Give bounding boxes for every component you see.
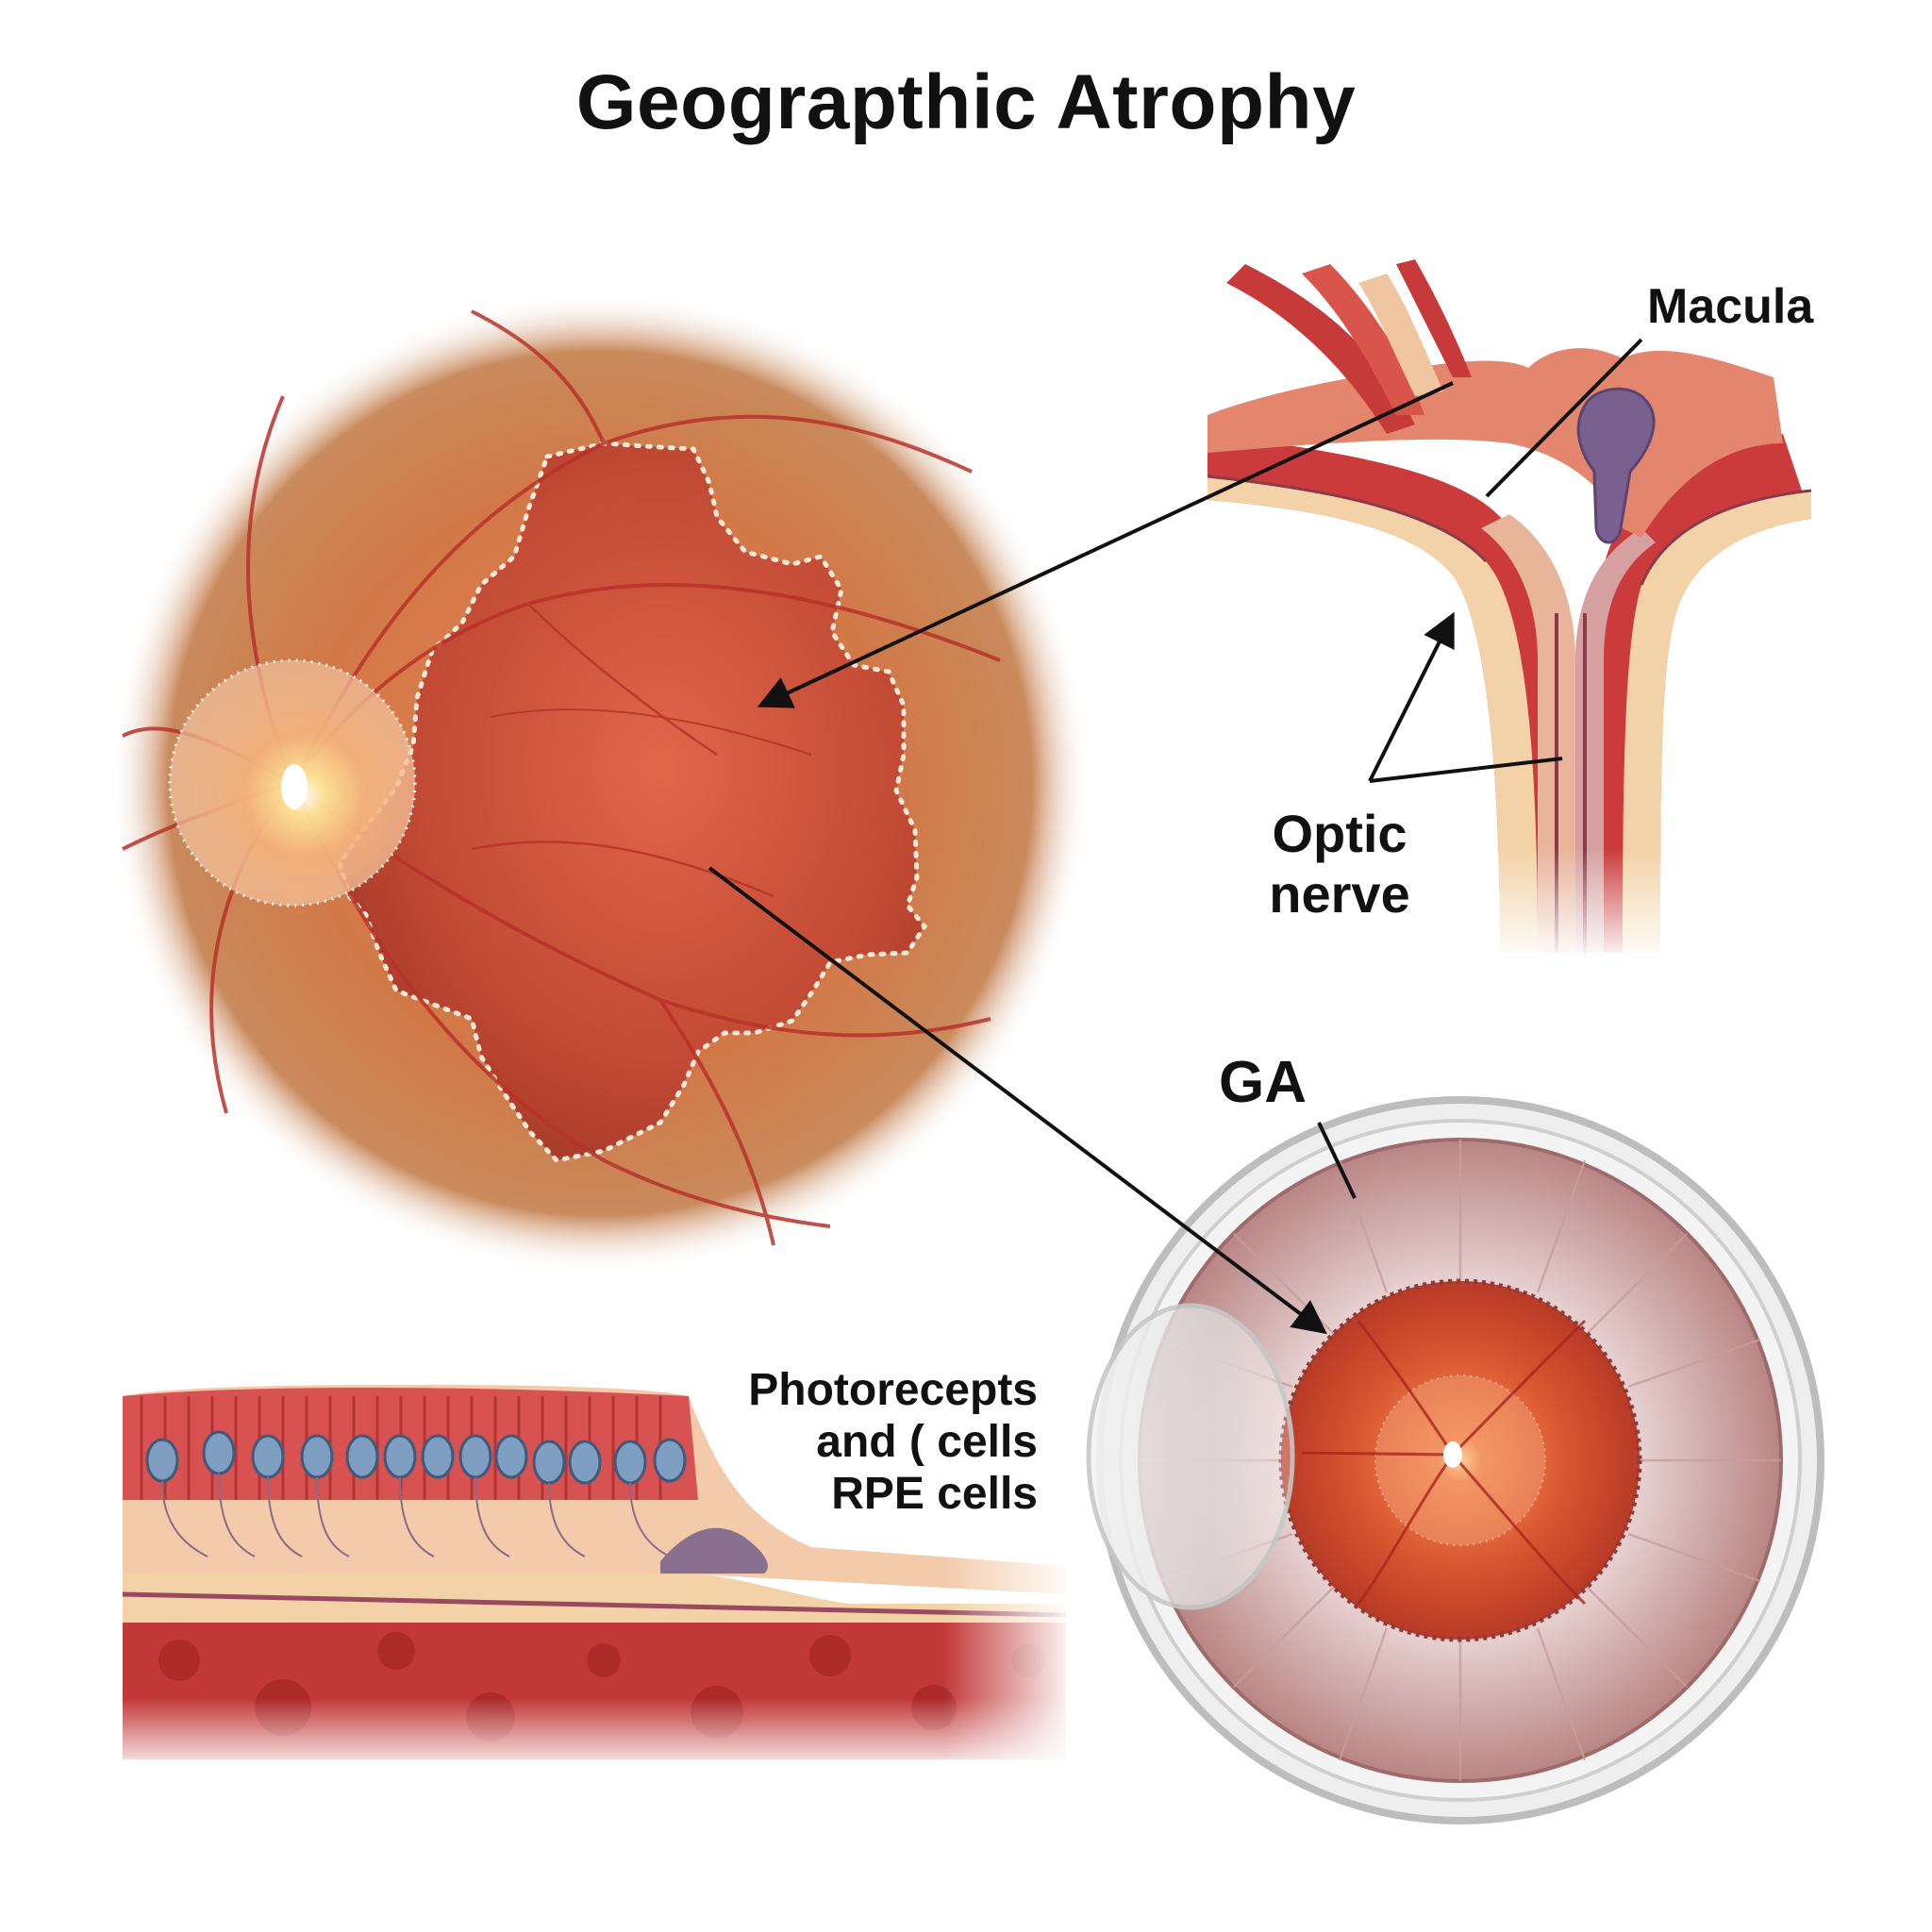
- label-optic-nerve-line2: nerve: [1269, 864, 1410, 924]
- label-macula: Macula: [1647, 279, 1814, 334]
- optic-nerve-pointer-1: [1368, 611, 1455, 782]
- cornea-lens: [1086, 1303, 1295, 1610]
- pointer-lines: [708, 338, 1643, 1335]
- page-title: Geograpthic Atrophy: [575, 59, 1357, 145]
- arrow-to-eyeball: [708, 866, 1327, 1335]
- label-optic-nerve-line1: Optic: [1272, 804, 1407, 863]
- label-photo-line1: Photorecepts: [748, 1365, 1038, 1415]
- arrow-to-atrophy: [757, 381, 1454, 708]
- label-photo-line2: and ( cells: [816, 1417, 1038, 1468]
- label-photoreceptors-rpe: Photorecepts and ( cells RPE cells: [679, 1364, 1038, 1521]
- label-photo-line3: RPE cells: [831, 1469, 1038, 1520]
- label-optic-nerve: Optic nerve: [1226, 804, 1453, 925]
- optic-nerve-section: [1198, 259, 1858, 962]
- ga-leader: [1317, 1122, 1357, 1199]
- optic-nerve-pointer-2: [1369, 757, 1563, 783]
- retinal-layers-section: [113, 1358, 1075, 1774]
- fundus-view: [109, 292, 1091, 1274]
- label-ga: GA: [1219, 1050, 1307, 1115]
- macula-leader: [1485, 338, 1643, 498]
- eyeball-view: [1086, 1096, 1824, 1824]
